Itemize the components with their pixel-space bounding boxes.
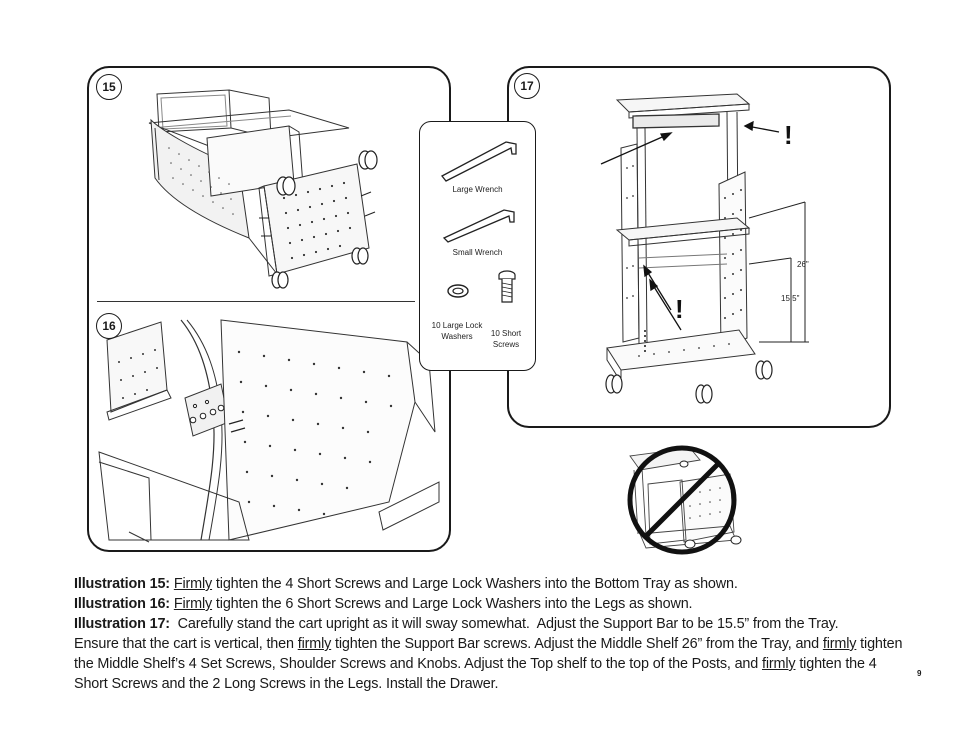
large-wrench-label: Large Wrench: [452, 185, 503, 194]
instruction-16-text: tighten the 6 Short Screws and Large Loc…: [212, 596, 693, 612]
instruction-16-label: Illustration 16:: [74, 596, 170, 612]
instruction-15-emphasis: Firmly: [173, 576, 213, 592]
short-screw-icon: [498, 270, 516, 303]
instruction-17-text-6: tighten the 4: [795, 656, 877, 672]
instruction-15: Illustration 15: Firmly tighten the 4 Sh…: [74, 574, 904, 594]
instructions-text: Illustration 15: Firmly tighten the 4 Sh…: [74, 574, 904, 694]
lock-washers-label: 10 Large Lock Washers: [424, 321, 490, 343]
short-screws-label-line2: Screws: [492, 339, 520, 349]
dimension-middle-shelf: 26": [797, 260, 809, 269]
illustration-panel-15-16: [87, 66, 451, 552]
instruction-17-text-7: Short Screws and the 2 Long Screws in th…: [74, 676, 499, 692]
instruction-17-text-1: Carefully stand the cart upright as it w…: [169, 616, 839, 632]
warning-mark-top: !: [784, 120, 793, 150]
illustration-panel-17: 26" 15.5" ! !: [507, 66, 891, 428]
instruction-17: Illustration 17: Carefully stand the car…: [74, 614, 904, 634]
instruction-17-cont-2: the Middle Shelf’s 4 Set Screws, Shoulde…: [74, 654, 904, 674]
prohibited-icon: [627, 445, 742, 555]
instruction-17-emphasis-1: firmly: [297, 636, 332, 652]
instruction-17-text-3: tighten the Support Bar screws. Adjust t…: [331, 636, 823, 652]
instruction-17-text-4: tighten: [856, 636, 903, 652]
illustration-17-assembled-cart: [600, 93, 809, 404]
small-wrench-label: Small Wrench: [452, 248, 503, 257]
illustration-15-bottom-tray: [148, 89, 378, 289]
parts-legend: Large Wrench Small Wrench 10 Large Lock …: [419, 121, 536, 371]
instruction-16: Illustration 16: Firmly tighten the 6 Sh…: [74, 594, 904, 614]
instruction-16-emphasis: Firmly: [173, 596, 213, 612]
instruction-17-text-5: the Middle Shelf’s 4 Set Screws, Shoulde…: [74, 656, 762, 672]
instruction-17-text-2: Ensure that the cart is vertical, then: [74, 636, 298, 652]
small-wrench-icon: [442, 209, 515, 243]
instruction-17-emphasis-3: firmly: [762, 656, 796, 672]
short-screws-label-line1: 10 Short: [490, 329, 522, 338]
large-wrench-icon: [441, 141, 517, 182]
instruction-17-cont-3: Short Screws and the 2 Long Screws in th…: [74, 674, 904, 694]
instruction-15-text: tighten the 4 Short Screws and Large Loc…: [212, 576, 738, 592]
panel-divider: [97, 301, 415, 302]
lock-washer-icon: [447, 284, 469, 298]
illustration-17-number: 17: [514, 73, 540, 99]
instruction-17-emphasis-2: firmly: [822, 636, 857, 652]
illustration-16-legs: [98, 319, 440, 543]
illustration-16-number: 16: [96, 313, 122, 339]
illustration-15-number: 15: [96, 74, 122, 100]
lock-washers-label-line2: Washers: [441, 331, 473, 341]
instruction-17-cont-1: Ensure that the cart is vertical, then f…: [74, 634, 904, 654]
page-number: 9: [917, 669, 922, 678]
lock-washers-label-line1: 10 Large Lock: [431, 321, 483, 330]
warning-mark-middle: !: [675, 294, 684, 324]
short-screws-label: 10 Short Screws: [482, 329, 530, 351]
instruction-15-label: Illustration 15:: [74, 576, 170, 592]
dimension-support-bar: 15.5": [781, 294, 800, 303]
instruction-17-label: Illustration 17:: [74, 616, 170, 632]
